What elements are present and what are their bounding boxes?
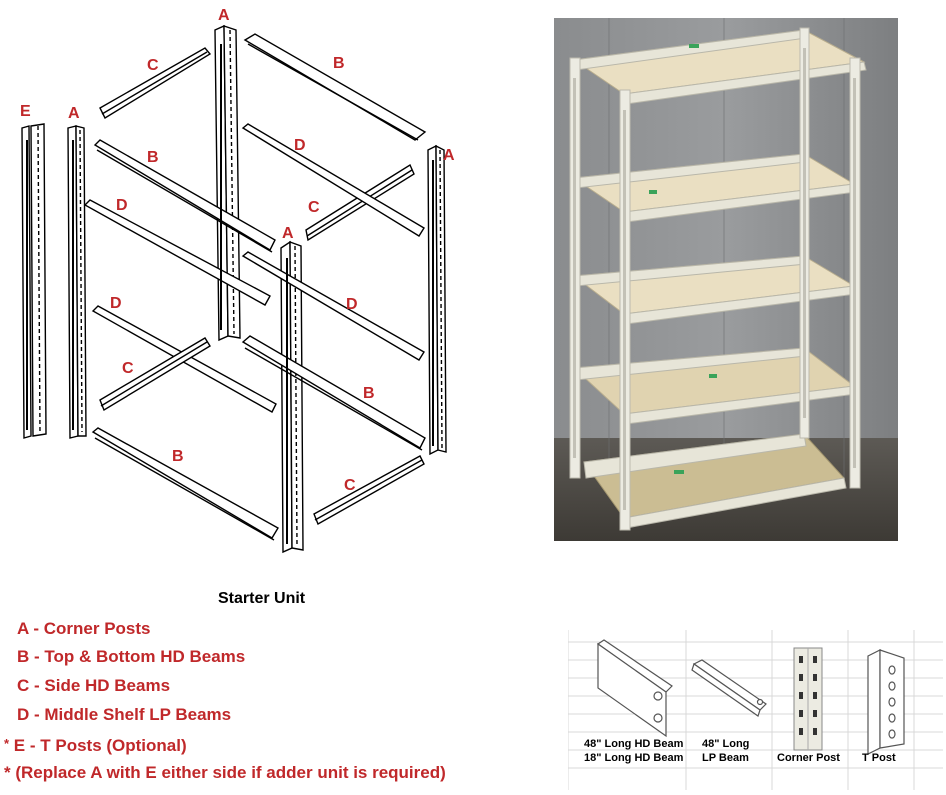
t-post-illustration <box>867 649 905 755</box>
parts-table: 48" Long HD Beam 18" Long HD Beam 48" Lo… <box>568 630 943 790</box>
label-c-top-left: C <box>147 57 159 74</box>
label-c-top-right: C <box>308 199 320 216</box>
legend-item-a: A - Corner Posts <box>17 619 151 638</box>
note-star: * <box>4 736 10 751</box>
legend-item-e: * E - T Posts (Optional) <box>4 736 187 756</box>
label-c-bottom-right: C <box>344 477 356 494</box>
t-post-label: T Post <box>862 752 896 764</box>
label-c-bottom-left: C <box>122 360 134 377</box>
corner-post-a-back <box>214 24 241 342</box>
shelving-photo <box>554 18 898 541</box>
lp-beam-label-2: LP Beam <box>702 752 749 764</box>
label-a-front: A <box>282 225 294 242</box>
label-b-top-back: B <box>333 55 345 72</box>
label-d-lower-right: D <box>346 296 358 313</box>
lp-beam-label-1: 48" Long <box>702 738 749 750</box>
exploded-shelving-diagram: E A A A A B B B B C C C C D D D D <box>20 7 455 554</box>
beam-d-upper-left <box>83 199 271 306</box>
label-e: E <box>20 103 31 120</box>
post-slots <box>26 44 434 544</box>
beam-b-top-back <box>243 33 427 141</box>
corner-post-illustration <box>793 647 823 751</box>
legend-note-replace: * (Replace A with E either side if adder… <box>4 763 446 782</box>
legend-item-b: B - Top & Bottom HD Beams <box>17 647 246 666</box>
beam-d-lower-right <box>241 251 425 361</box>
hd-beam-label-1: 48" Long HD Beam <box>584 738 684 750</box>
hd-beam-label-2: 18" Long HD Beam <box>584 752 684 764</box>
beam-b-bottom-front <box>91 427 279 539</box>
t-post-e <box>21 123 47 439</box>
label-a-right: A <box>443 147 455 164</box>
label-b-top-front: B <box>147 149 159 166</box>
label-d-lower-left: D <box>110 295 122 312</box>
corner-post-a-left <box>67 125 87 439</box>
hd-beam-illustration <box>596 639 673 738</box>
label-b-bottom-back: B <box>363 385 375 402</box>
beam-d-upper-right <box>241 123 425 237</box>
beam-b-bottom-back <box>241 335 426 449</box>
legend-item-d: D - Middle Shelf LP Beams <box>17 705 232 724</box>
label-a-top: A <box>218 7 230 24</box>
corner-post-label: Corner Post <box>777 752 840 764</box>
legend-item-c: C - Side HD Beams <box>17 676 171 695</box>
label-d-upper-left: D <box>116 197 128 214</box>
note-e-text: E - T Posts (Optional) <box>13 736 187 755</box>
label-a-left: A <box>68 105 80 122</box>
corner-post-a-right <box>427 144 447 456</box>
beam-b-top-front <box>93 139 276 251</box>
label-b-bottom-front: B <box>172 448 184 465</box>
label-d-upper-right: D <box>294 137 306 154</box>
diagram-title: Starter Unit <box>218 590 306 607</box>
lp-beam-illustration <box>691 659 767 717</box>
